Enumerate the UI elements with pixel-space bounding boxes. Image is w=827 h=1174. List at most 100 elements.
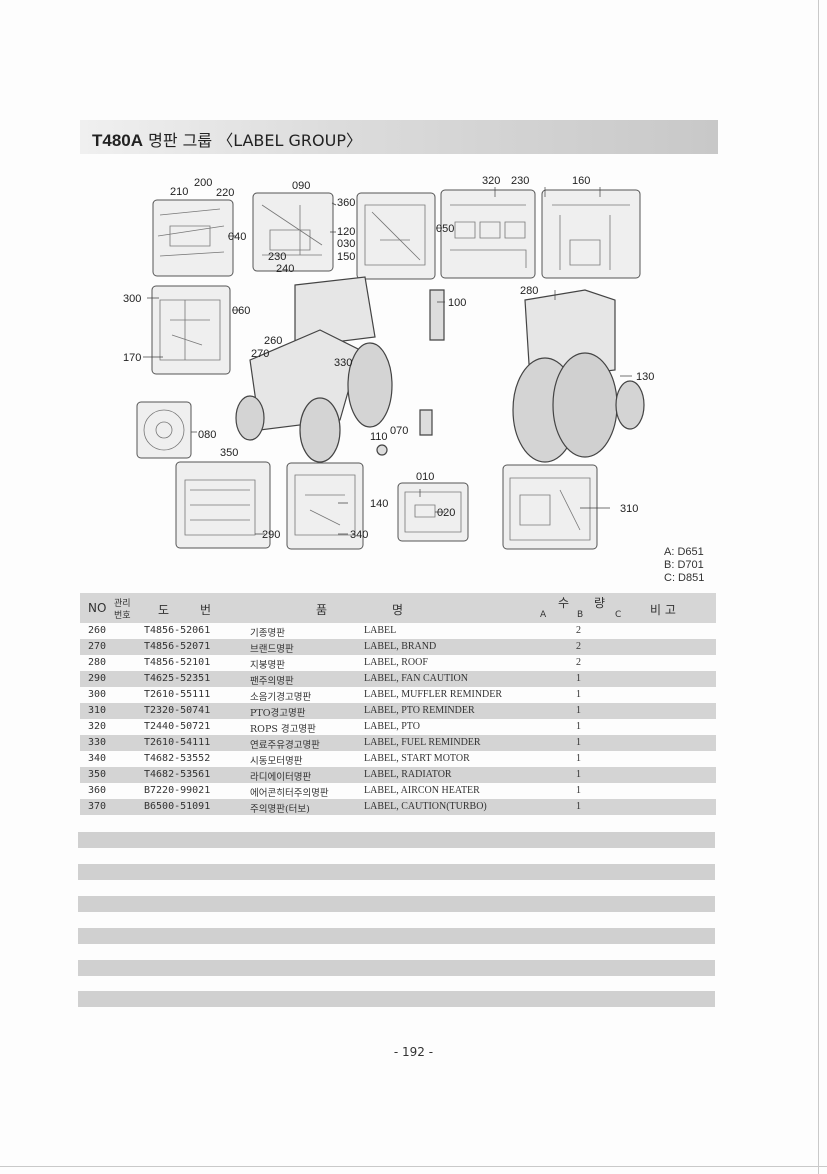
callout-label: 170: [123, 352, 141, 364]
table-row: 360 B7220-99021 에어콘히터주의명판 LABEL, AIRCON …: [80, 783, 716, 799]
header-drawing: 번: [200, 603, 212, 617]
row-no: 310: [88, 705, 107, 716]
row-korean-name: 연료주유경고명판: [250, 740, 320, 751]
empty-table-band: [78, 896, 715, 912]
row-no: 260: [88, 625, 107, 636]
row-part-number: B7220-99021: [144, 785, 211, 796]
row-qty-b: 1: [576, 705, 581, 716]
model-code: T480A: [92, 131, 144, 150]
callout-label: 030: [337, 238, 355, 250]
callout-label: 010: [416, 471, 434, 483]
row-no: 320: [88, 721, 107, 732]
tractor-rear-illustration: [512, 289, 645, 463]
row-qty-b: 1: [576, 769, 581, 780]
header-no: NO: [88, 601, 107, 615]
row-part-number: T4682-53552: [144, 753, 211, 764]
row-korean-name: ROPS 경고명판: [250, 724, 316, 735]
row-english-name: LABEL, AIRCON HEATER: [364, 785, 480, 796]
callout-label: 340: [350, 529, 368, 541]
row-korean-name: 팬주의명판: [250, 676, 294, 687]
empty-table-band: [78, 832, 715, 848]
row-part-number: T4856-52061: [144, 625, 211, 636]
row-english-name: LABEL, CAUTION(TURBO): [364, 801, 487, 812]
row-english-name: LABEL, FUEL REMINDER: [364, 737, 481, 748]
callout-label: 200: [194, 177, 212, 189]
empty-table-band: [78, 864, 715, 880]
header-col-a: A: [540, 610, 547, 620]
callout-label: 290: [262, 529, 280, 541]
model-legend-item: A: D651: [664, 546, 704, 558]
row-no: 340: [88, 753, 107, 764]
row-part-number: B6500-51091: [144, 801, 211, 812]
callout-label: 240: [276, 263, 294, 275]
callout-label: 080: [198, 429, 216, 441]
callout-label: 360: [337, 197, 355, 209]
header-col-b: B: [577, 610, 584, 620]
row-korean-name: 지붕명판: [250, 660, 285, 671]
row-no: 270: [88, 641, 107, 652]
row-english-name: LABEL, RADIATOR: [364, 769, 452, 780]
callout-label: 090: [292, 180, 310, 192]
callout-label: 230: [268, 251, 286, 263]
callout-label: 110: [370, 431, 388, 443]
page-number: - 192 -: [393, 1045, 434, 1059]
row-part-number: T2440-50721: [144, 721, 211, 732]
header-qty: 수: [558, 596, 570, 610]
row-part-number: T4682-53561: [144, 769, 211, 780]
header-mgmt-top: 관리: [114, 599, 131, 609]
header-qty: 량: [594, 596, 606, 610]
engine-model-legend: A: D651 B: D701 C: D851: [664, 546, 704, 585]
header-name: 품: [316, 603, 328, 617]
row-no: 290: [88, 673, 107, 684]
row-qty-b: 1: [576, 737, 581, 748]
row-english-name: LABEL, BRAND: [364, 641, 437, 652]
callout-label: 140: [370, 498, 388, 510]
row-english-name: LABEL, START MOTOR: [364, 753, 470, 764]
callout-label: 050: [436, 223, 454, 235]
row-qty-b: 1: [576, 673, 581, 684]
model-legend-item: B: D701: [664, 559, 704, 571]
table-row: 280 T4856-52101 지붕명판 LABEL, ROOF 2: [80, 655, 716, 671]
row-qty-b: 1: [576, 753, 581, 764]
row-korean-name: 에어콘히터주의명판: [250, 788, 329, 799]
table-row: 290 T4625-52351 팬주의명판 LABEL, FAN CAUTION…: [80, 671, 716, 687]
row-part-number: T2320-50741: [144, 705, 211, 716]
callout-label: 280: [520, 285, 538, 297]
callout-label: 220: [216, 187, 234, 199]
empty-table-band: [78, 960, 715, 976]
row-part-number: T2610-55111: [144, 689, 211, 700]
row-qty-b: 2: [576, 657, 581, 668]
row-korean-name: 소음기경고명판: [250, 692, 312, 703]
row-english-name: LABEL: [364, 625, 397, 636]
callout-label: 260: [264, 335, 282, 347]
row-qty-b: 1: [576, 785, 581, 796]
row-qty-b: 1: [576, 801, 581, 812]
row-english-name: LABEL, PTO REMINDER: [364, 705, 475, 716]
row-no: 350: [88, 769, 107, 780]
model-legend-item: C: D851: [664, 572, 705, 584]
table-row: 260 T4856-52061 기종명판 LABEL 2: [80, 623, 716, 639]
detail-box-console: [252, 192, 334, 272]
empty-table-band: [78, 991, 715, 1007]
parts-table-body: 260 T4856-52061 기종명판 LABEL 2 270 T4856-5…: [80, 623, 716, 815]
label-location-diagram: 200 210 220 040 090 360 120 030 150 230 …: [123, 175, 654, 550]
empty-table-band: [78, 928, 715, 944]
table-row: 330 T2610-54111 연료주유경고명판 LABEL, FUEL REM…: [80, 735, 716, 751]
callout-label: 020: [437, 507, 455, 519]
row-korean-name: 주의명판(터보): [250, 804, 310, 815]
callout-label: 060: [232, 305, 250, 317]
title-bar: [80, 120, 718, 154]
callout-label: 310: [620, 503, 638, 515]
row-english-name: LABEL, PTO: [364, 721, 420, 732]
tractor-front-illustration: [235, 276, 445, 463]
row-no: 280: [88, 657, 107, 668]
detail-box-muffler: [151, 285, 231, 375]
callout-label: 350: [220, 447, 238, 459]
row-no: 330: [88, 737, 107, 748]
detail-box-starter: [286, 462, 364, 550]
page-edge: [818, 0, 819, 1174]
row-english-name: LABEL, FAN CAUTION: [364, 673, 468, 684]
row-qty-b: 1: [576, 689, 581, 700]
detail-box-rops: [541, 189, 641, 279]
title-english: 〈LABEL GROUP〉: [217, 131, 362, 150]
